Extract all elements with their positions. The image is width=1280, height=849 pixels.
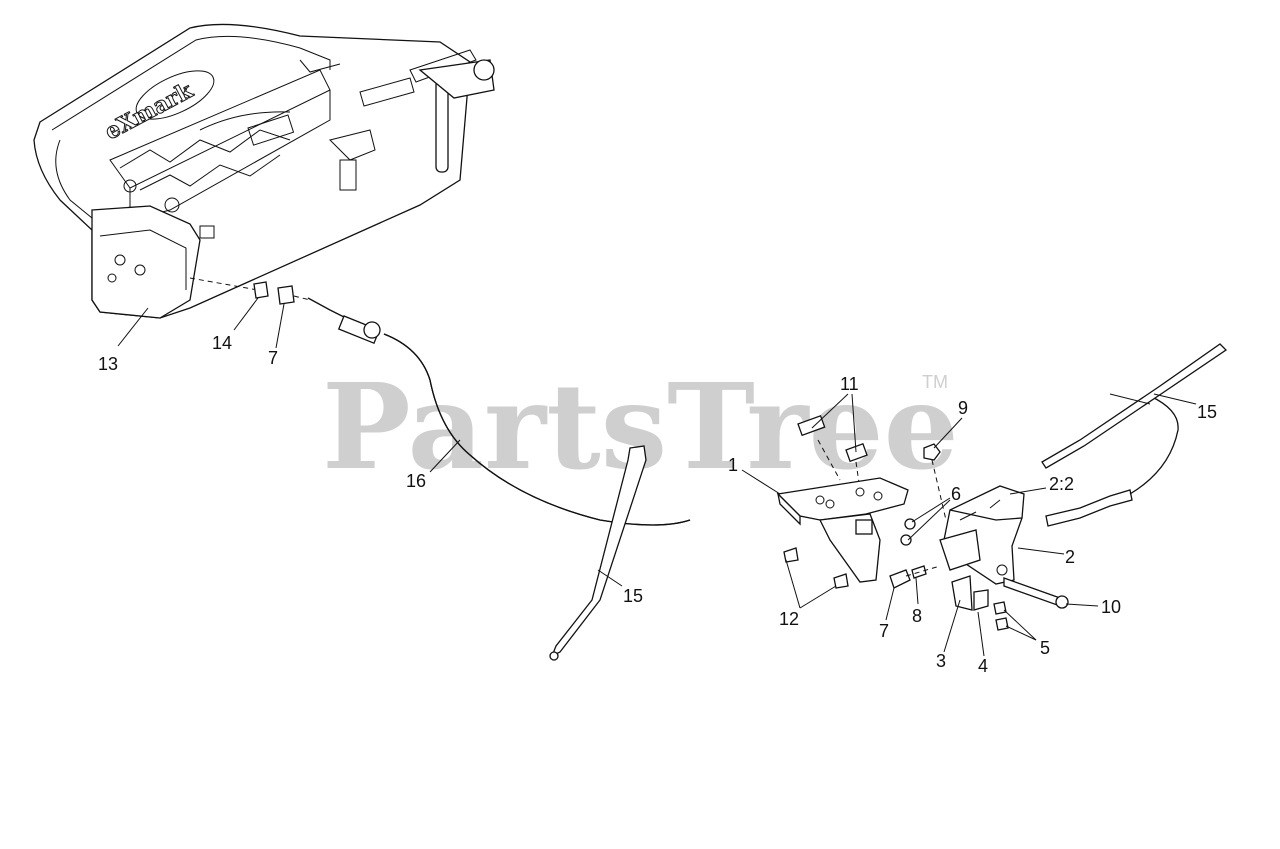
callout-15-right: 15 [1197, 402, 1217, 422]
left-cable-end-parts [189, 277, 311, 305]
callout-12: 12 [779, 609, 799, 629]
callout-1: 1 [728, 455, 738, 475]
callout-10: 10 [1101, 597, 1121, 617]
leader-lines [117, 297, 1197, 657]
callout-5: 5 [1040, 638, 1050, 658]
callout-2-2: 2:2 [1049, 474, 1074, 494]
left-cable-and-strap [307, 297, 691, 661]
right-cable-and-strap [1041, 343, 1228, 527]
callout-labels: 13 14 7 16 15 11 9 1 6 2:2 2 15 12 7 8 1… [98, 333, 1217, 676]
callout-15-left: 15 [623, 586, 643, 606]
callout-4: 4 [978, 656, 988, 676]
callout-7-right: 7 [879, 621, 889, 641]
cotter-pin-part-14 [253, 281, 269, 299]
callout-11: 11 [840, 374, 859, 394]
callout-13: 13 [98, 354, 118, 374]
callout-6: 6 [951, 484, 961, 504]
right-bracket-assembly [776, 414, 1069, 631]
callout-3: 3 [936, 651, 946, 671]
mower-deck-assembly: eXmark [33, 23, 495, 319]
callout-9: 9 [958, 398, 968, 418]
callout-14: 14 [212, 333, 232, 353]
callout-2: 2 [1065, 547, 1075, 567]
callout-16: 16 [406, 471, 426, 491]
clevis-pin-part-7-left [277, 285, 295, 305]
callout-7-left: 7 [268, 348, 278, 368]
callout-8: 8 [912, 606, 922, 626]
watermark-trademark: TM [922, 372, 948, 392]
